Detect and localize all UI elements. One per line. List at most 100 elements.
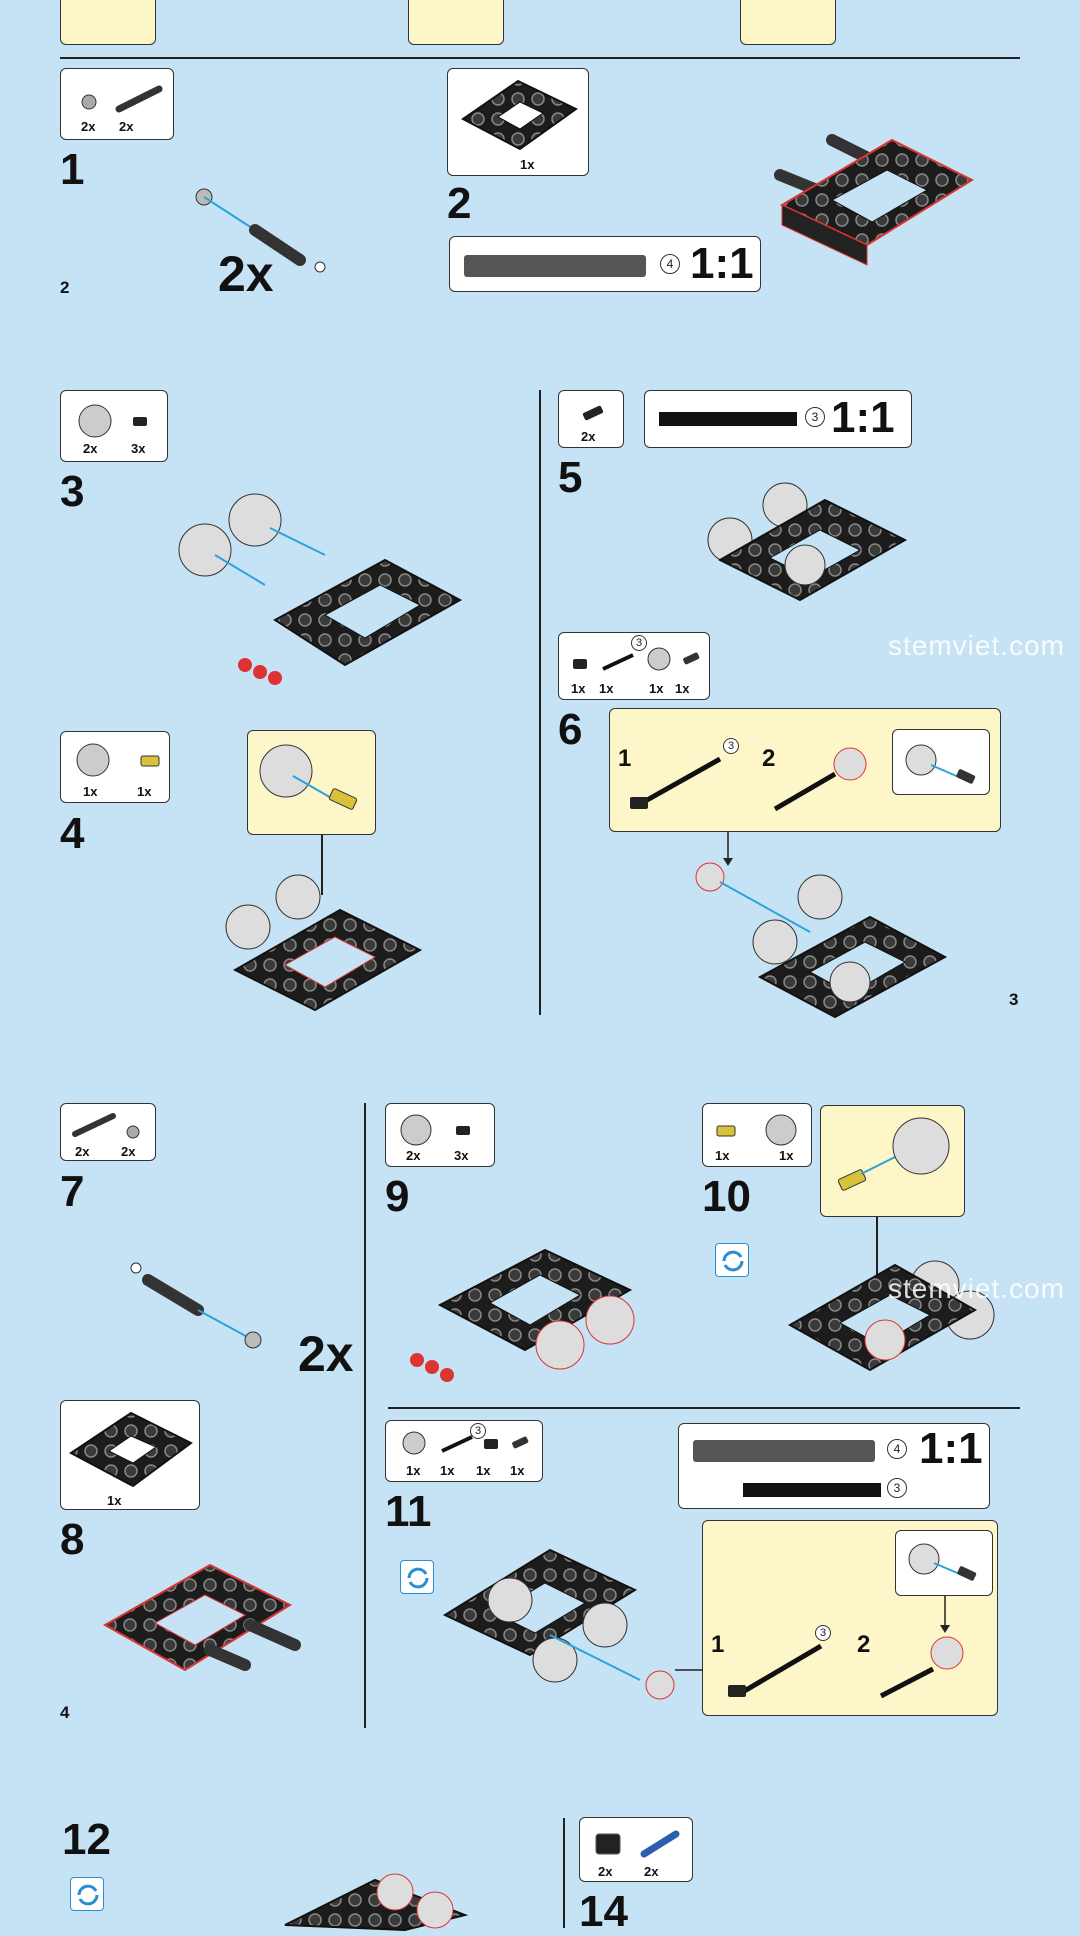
part-qty: 1x: [406, 1463, 421, 1478]
sub-step-2: 2: [857, 1631, 871, 1658]
step-8-parts-box: 1x: [60, 1400, 200, 1510]
step-10-parts-box: 1x 1x: [702, 1103, 812, 1167]
page-4-column-divider: [364, 1103, 366, 1728]
part-qty: 1x: [476, 1463, 491, 1478]
axle-length-marker: 3: [887, 1478, 907, 1498]
page-4-row-divider: [388, 1407, 1020, 1409]
sub-step-assembly: [630, 747, 867, 812]
part-qty: 1x: [599, 681, 614, 696]
axle-scale-bar: [464, 255, 646, 277]
step-number-11: 11: [385, 1487, 432, 1536]
part-qty: 2x: [598, 1864, 613, 1879]
callout-connector: [876, 1217, 878, 1277]
step-11-part-icons: [402, 1431, 529, 1455]
sub-step-2: 2: [762, 745, 776, 772]
hub-detail-icon: [905, 744, 976, 784]
step-3-parts-box: 2x 3x: [60, 390, 168, 462]
step-number-3: 3: [60, 467, 85, 516]
part-qty: 1x: [83, 784, 98, 799]
axle-length-marker: 4: [887, 1439, 907, 1459]
step-11-parts-box: 3 1x 1x 1x 1x: [385, 1420, 543, 1482]
scale-ratio: 1:1: [919, 1424, 983, 1473]
step-number-8: 8: [60, 1515, 85, 1564]
step-7-multiplier: 2x: [298, 1326, 354, 1382]
pin-wheel-detail: [837, 1117, 950, 1191]
step-8-assembly: [102, 1563, 301, 1672]
part-qty: 2x: [644, 1864, 659, 1879]
part-qty: 2x: [119, 119, 134, 134]
page-number: 4: [60, 1703, 70, 1722]
step-number-10: 10: [702, 1172, 751, 1221]
step-14-parts-box: 2x 2x: [579, 1817, 693, 1882]
step-number-2: 2: [447, 179, 472, 228]
step-4-callout: [247, 730, 376, 835]
sub-step-detail-box: [895, 1530, 993, 1596]
step-10-callout: [820, 1105, 965, 1217]
step-10-assembly: [787, 1260, 995, 1372]
part-qty: 1x: [779, 1148, 794, 1163]
step-number-1: 1: [60, 145, 85, 194]
part-qty: 1x: [675, 681, 690, 696]
prev-callout-3: [740, 0, 836, 45]
part-qty: 1x: [571, 681, 586, 696]
axle-length-marker: 3: [470, 1423, 486, 1439]
wheel-part-icon: [400, 1114, 470, 1146]
step-1-multiplier: 2x: [218, 246, 274, 302]
step-11-scale-box: 4 1:1 3: [678, 1423, 990, 1509]
step-1-parts-box: 2x 2x: [60, 68, 174, 140]
step-2-scale-box: 4 1:1: [449, 236, 761, 292]
step-7-parts-box: 2x 2x: [60, 1103, 156, 1161]
part-qty: 2x: [83, 441, 98, 456]
axle-and-bush-icon: [72, 1113, 140, 1139]
step-2-assembly: [774, 134, 975, 266]
part-qty: 1x: [649, 681, 664, 696]
step-number-9: 9: [385, 1172, 410, 1221]
step-4-parts-box: 1x 1x: [60, 731, 170, 803]
sub-step-detail-box: [892, 729, 990, 795]
top-divider: [60, 57, 1020, 59]
part-qty: 1x: [510, 1463, 525, 1478]
frame-part-icon: [461, 79, 578, 151]
step-6-callout: 1 3 2: [609, 708, 1001, 832]
callout-connector: [321, 835, 323, 895]
axle-length-marker: 4: [660, 254, 680, 274]
step-2-parts-box: 1x: [447, 68, 589, 176]
watermark: stemviet.com: [888, 630, 1065, 661]
step-number-7: 7: [60, 1167, 85, 1216]
part-qty: 2x: [581, 429, 596, 444]
axle-length-marker: 3: [723, 738, 739, 754]
sub-step-1: 1: [711, 1631, 725, 1658]
rotate-model-icon: [400, 1560, 434, 1594]
part-qty: 1x: [520, 157, 535, 172]
rotate-model-icon: [715, 1243, 749, 1277]
step-3-assembly: [178, 493, 463, 685]
prev-callout-1: [60, 0, 156, 45]
part-qty: 1x: [137, 784, 152, 799]
wheel-pin-detail: [259, 744, 358, 810]
axle-scale-bar: [659, 412, 797, 426]
part-qty: 1x: [107, 1493, 122, 1508]
step-5-assembly: [707, 482, 908, 602]
step-5-scale-box: 3 1:1: [644, 390, 912, 448]
step-6-assembly: [695, 832, 948, 1019]
step-9-assembly: [410, 1248, 635, 1382]
step-7-axle-assembly: [130, 1262, 262, 1349]
step-number-4: 4: [60, 809, 85, 858]
part-qty: 2x: [81, 119, 96, 134]
page-number: 3: [1009, 990, 1019, 1009]
part-qty: 3x: [454, 1148, 469, 1163]
wheel-part-icon: [78, 404, 147, 438]
scale-ratio: 1:1: [690, 239, 754, 288]
step-4-assembly: [225, 874, 423, 1012]
scale-ratio: 1:1: [831, 393, 895, 442]
part-qty: 1x: [715, 1148, 730, 1163]
sub-step-1: 1: [618, 745, 632, 772]
part-qty: 2x: [75, 1144, 90, 1159]
step-11-assembly: [442, 1548, 702, 1700]
axle-length-marker: 3: [805, 407, 825, 427]
axle-length-marker: 3: [815, 1625, 831, 1641]
step-6-parts-box: 3 1x 1x 1x 1x: [558, 632, 710, 700]
step-14-part-icons: [595, 1830, 680, 1858]
part-qty: 1x: [440, 1463, 455, 1478]
step-number-12: 12: [62, 1815, 111, 1864]
